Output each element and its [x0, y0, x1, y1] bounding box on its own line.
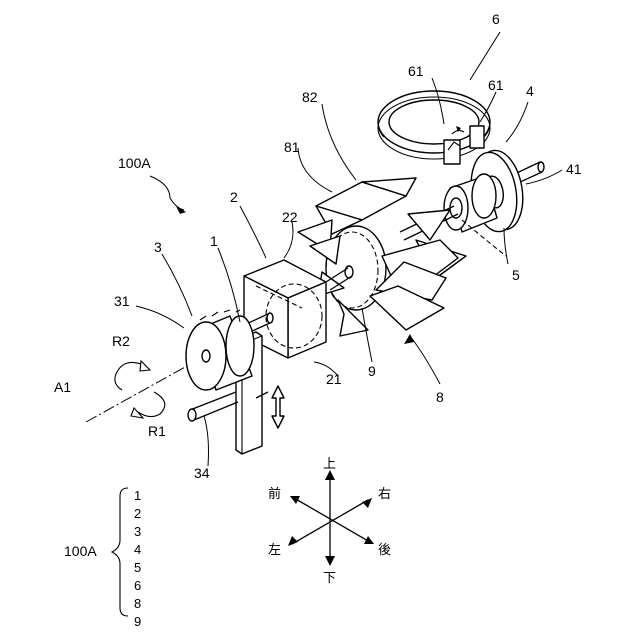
dir-up: 上	[323, 457, 336, 472]
label-31: 31	[114, 293, 130, 309]
label-21: 21	[326, 371, 342, 387]
label-6: 6	[492, 11, 500, 27]
rotation-arrows	[115, 361, 165, 418]
label-r2: R2	[112, 333, 130, 349]
label-8: 8	[436, 389, 444, 405]
legend-item-8: 8	[134, 596, 141, 611]
label-22: 22	[282, 209, 298, 225]
dir-back: 後	[378, 543, 391, 558]
direction-compass: 上 下 前 後 左 右	[268, 457, 391, 586]
legend-item-3: 3	[134, 524, 141, 539]
label-r1: R1	[148, 423, 166, 439]
label-9: 9	[368, 363, 376, 379]
dir-left: 左	[268, 543, 281, 558]
legend-item-1: 1	[134, 488, 141, 503]
ring-6	[378, 91, 490, 164]
knob-3	[186, 310, 254, 390]
label-34: 34	[194, 465, 210, 481]
label-61-right: 61	[488, 77, 504, 93]
label-1: 1	[210, 233, 218, 249]
legend-item-9: 9	[134, 614, 141, 629]
legend-item-5: 5	[134, 560, 141, 575]
legend: 100A 1 2 3 4 5 6 8 9	[64, 488, 141, 629]
label-2: 2	[230, 189, 238, 205]
dir-front: 前	[268, 486, 281, 502]
label-4: 4	[526, 83, 534, 99]
label-3: 3	[154, 239, 162, 255]
label-81: 81	[284, 139, 300, 155]
label-100a: 100A	[118, 155, 151, 171]
label-5: 5	[512, 267, 520, 283]
legend-item-6: 6	[134, 578, 141, 593]
legend-label: 100A	[64, 543, 97, 559]
dir-down: 下	[323, 571, 336, 586]
legend-item-2: 2	[134, 506, 141, 521]
label-a1: A1	[54, 379, 71, 395]
label-61-left: 61	[408, 63, 424, 79]
legend-item-4: 4	[134, 542, 141, 557]
label-41: 41	[566, 161, 582, 177]
label-82: 82	[302, 89, 318, 105]
vertical-double-arrow	[272, 386, 284, 428]
dir-right: 右	[378, 487, 391, 502]
